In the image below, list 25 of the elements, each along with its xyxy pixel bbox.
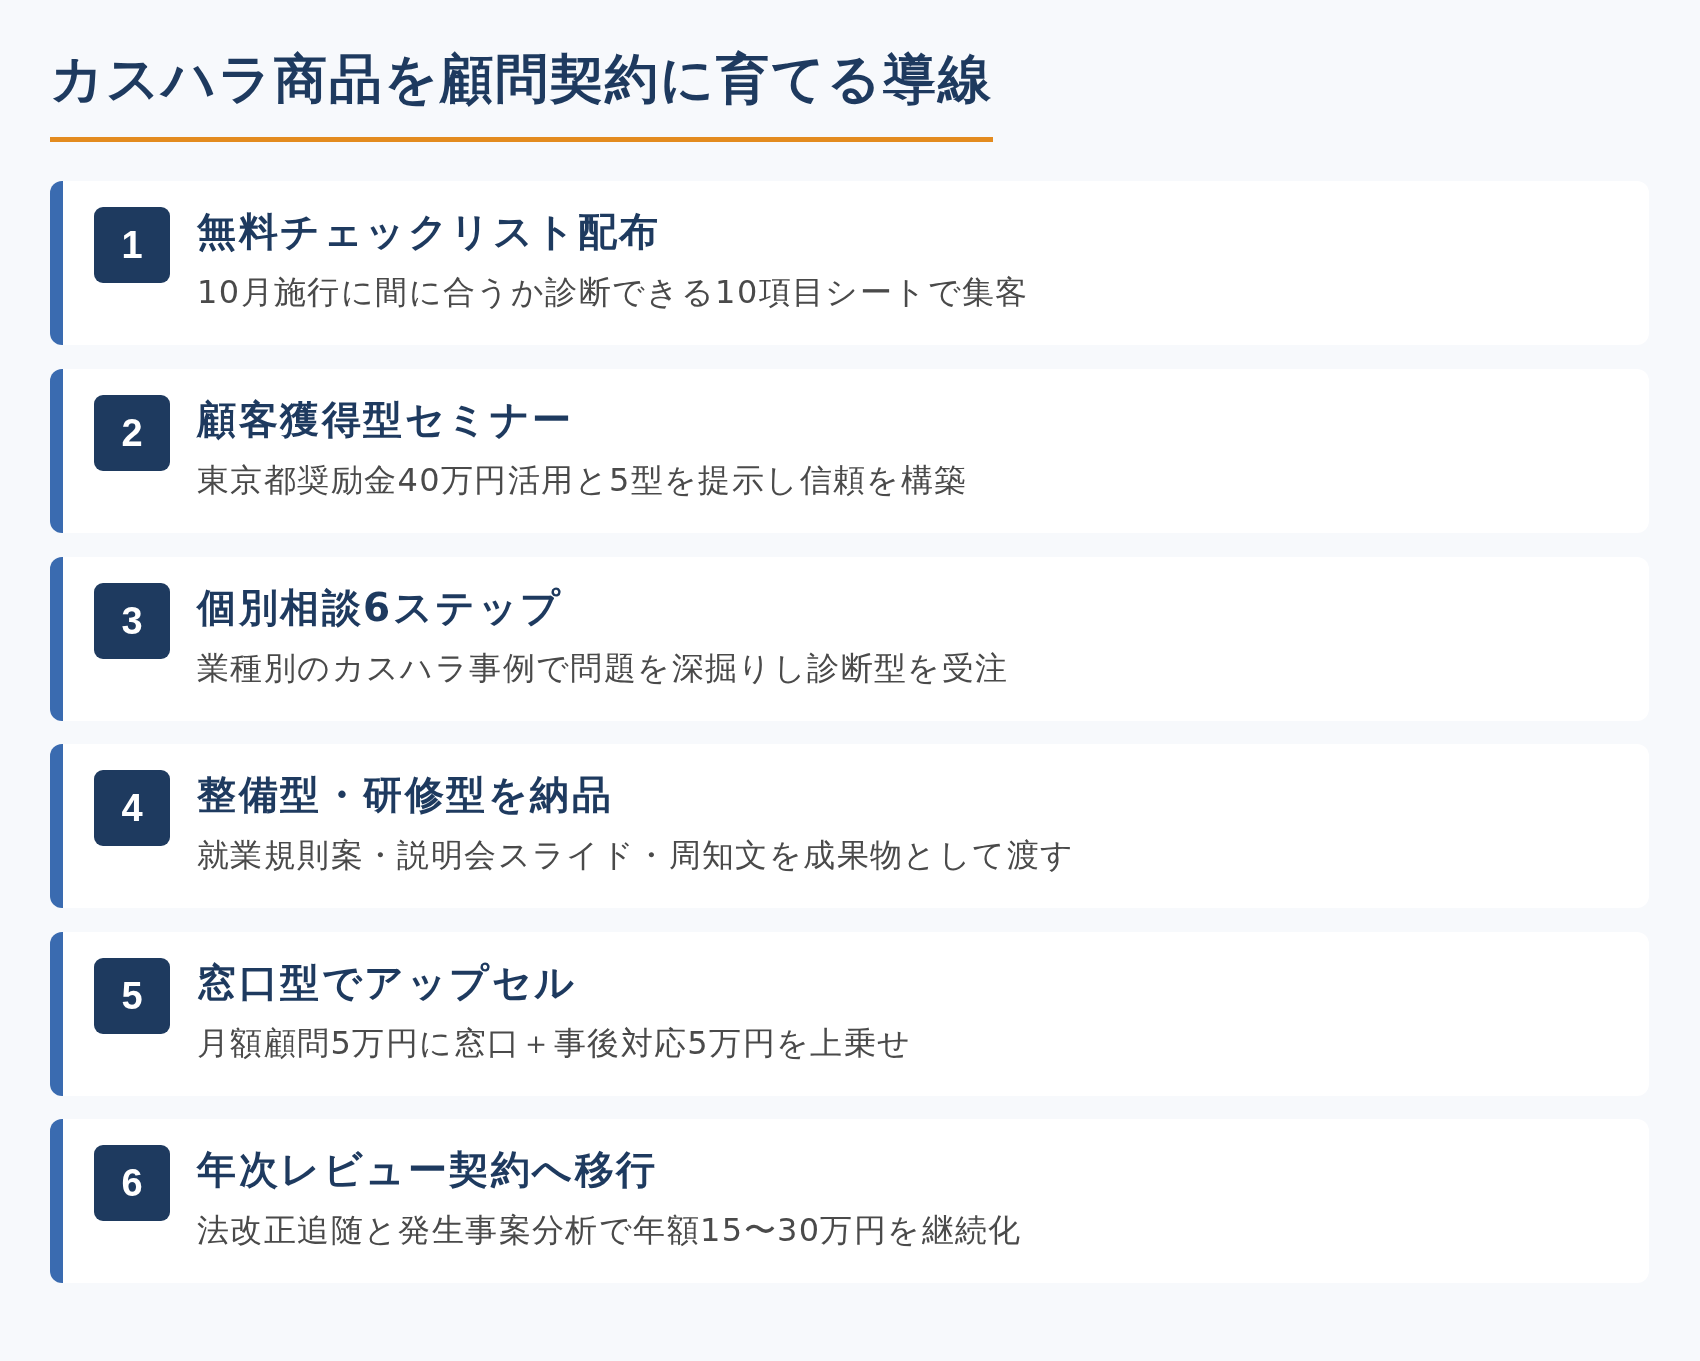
step-card <box>50 369 1649 533</box>
number-badge: 5 <box>94 958 170 1034</box>
number-badge: 3 <box>94 583 170 659</box>
step-description: 10月施行に間に合うか診断できる10項目シートで集客 <box>197 272 1029 313</box>
step-card <box>50 1119 1649 1283</box>
step-card <box>50 932 1649 1096</box>
step-heading: 個別相談6ステップ <box>197 584 563 632</box>
number-badge: 6 <box>94 1145 170 1221</box>
number-badge: 1 <box>94 207 170 283</box>
step-description: 業種別のカスハラ事例で問題を深掘りし診断型を受注 <box>197 648 1009 689</box>
step-description: 就業規則案・説明会スライド・周知文を成果物として渡す <box>197 835 1075 876</box>
step-heading: 顧客獲得型セミナー <box>197 396 574 444</box>
step-card <box>50 181 1649 345</box>
number-badge: 2 <box>94 395 170 471</box>
step-heading: 年次レビュー契約へ移行 <box>197 1146 658 1194</box>
step-heading: 無料チェックリスト配布 <box>197 208 661 256</box>
step-description: 月額顧問5万円に窓口＋事後対応5万円を上乗せ <box>197 1023 912 1064</box>
step-heading: 窓口型でアップセル <box>197 959 577 1007</box>
step-description: 法改正追随と発生事案分析で年額15〜30万円を継続化 <box>197 1210 1022 1251</box>
step-description: 東京都奨励金40万円活用と5型を提示し信頼を構築 <box>197 460 968 501</box>
page-title: カスハラ商品を顧問契約に育てる導線 <box>50 47 993 111</box>
step-card <box>50 557 1649 721</box>
step-card <box>50 744 1649 908</box>
number-badge: 4 <box>94 770 170 846</box>
step-heading: 整備型・研修型を納品 <box>197 771 613 819</box>
